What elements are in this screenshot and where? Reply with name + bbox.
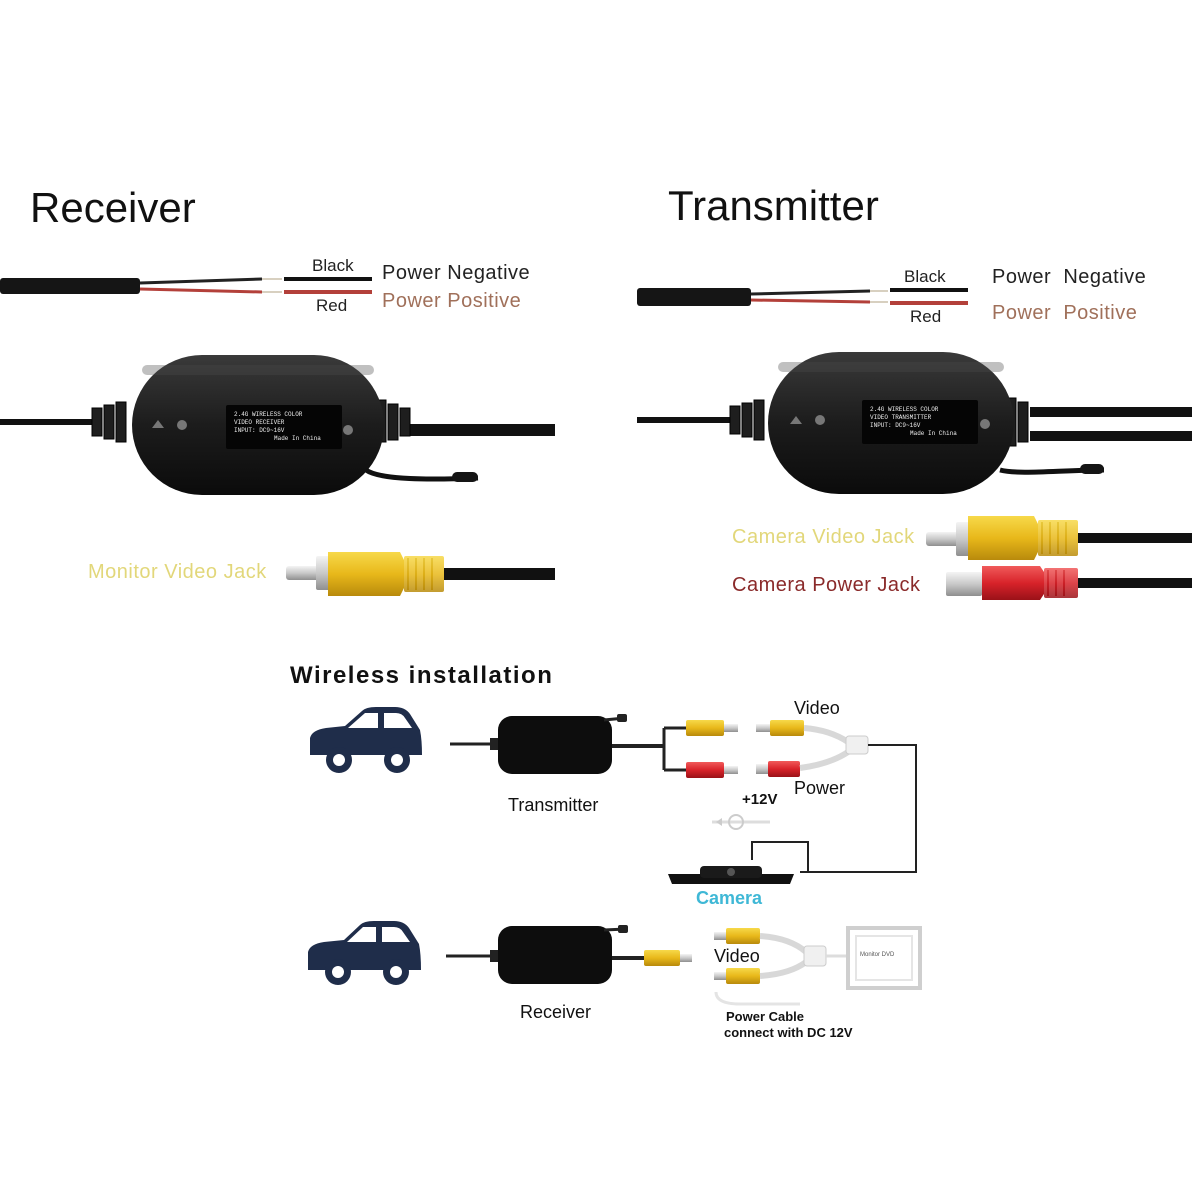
- install-transmitter-module: [450, 714, 686, 774]
- power-word: Power: [992, 266, 1052, 288]
- camera-video-jack-label: Camera Video Jack: [732, 526, 915, 548]
- car-icon-bottom: [308, 921, 421, 985]
- receiver-device-label: 2.4G WIRELESS COLOR VIDEO RECEIVER INPUT…: [226, 405, 342, 449]
- installation-title: Wireless installation: [290, 662, 554, 689]
- receiver-title: Receiver: [30, 184, 196, 231]
- install-monitor-label: Monitor DVD: [860, 952, 895, 958]
- receiver-power-negative-label: Power Negative: [382, 262, 531, 284]
- transmitter-device-label-line: 2.4G WIRELESS COLOR: [870, 406, 939, 413]
- car-icon-top: [310, 707, 422, 773]
- receiver-monitor-rca-plug: [286, 552, 555, 596]
- power-cable-line: connect with DC 12V: [724, 1025, 853, 1040]
- power-word: Power: [992, 302, 1052, 324]
- install-camera-label: Camera: [696, 888, 763, 908]
- transmitter-wire-black-label: Black: [904, 267, 946, 286]
- transmitter-device-label-line: Made In China: [910, 430, 957, 437]
- transmitter-title: Transmitter: [668, 182, 879, 229]
- negative-word: Negative: [1063, 266, 1147, 288]
- install-receiver-module: [446, 925, 692, 984]
- receiver-device-label-line: Made In China: [274, 435, 321, 442]
- install-12v-label: +12V: [742, 791, 778, 808]
- install-power-label: Power: [794, 778, 846, 798]
- transmitter-device-label-line: INPUT: DC9~16V: [870, 422, 921, 429]
- monitor-video-jack-label: Monitor Video Jack: [88, 561, 267, 583]
- install-tx-dc-power: [686, 762, 738, 778]
- receiver-power-positive-label: Power Positive: [382, 290, 522, 312]
- install-tx-rca-video: [686, 720, 738, 736]
- receiver-device-label-line: 2.4G WIRELESS COLOR: [234, 411, 303, 418]
- transmitter-power-positive-label: Power Positive: [992, 302, 1137, 325]
- camera-power-jack-label: Camera Power Jack: [732, 574, 921, 596]
- install-receiver-label: Receiver: [520, 1002, 592, 1022]
- install-camera-power-plug: [756, 735, 917, 873]
- install-monitor-dvd: [846, 926, 922, 990]
- positive-word: Positive: [1063, 302, 1138, 324]
- install-transmitter-label: Transmitter: [508, 795, 599, 815]
- receiver-power-wires: [0, 277, 372, 294]
- install-video-label: Video: [794, 698, 840, 718]
- power-cable-line: Power Cable: [726, 1009, 805, 1024]
- transmitter-wire-red-label: Red: [910, 307, 942, 326]
- receiver-wire-black-label: Black: [312, 256, 354, 275]
- transmitter-power-wires: [637, 288, 968, 306]
- install-camera-video-plug: [756, 720, 850, 745]
- install-power-cable-label: Power Cable connect with DC 12V: [724, 1009, 853, 1041]
- receiver-device-label-line: VIDEO RECEIVER: [234, 419, 285, 426]
- install-monitor-cable: [714, 928, 848, 1006]
- transmitter-device-label-line: VIDEO TRANSMITTER: [870, 414, 932, 421]
- transmitter-power-negative-label: Power Negative: [992, 266, 1146, 289]
- install-receiver-video-label: Video: [714, 946, 760, 966]
- transmitter-camera-video-rca-plug: [926, 516, 1192, 560]
- transmitter-device-label: 2.4G WIRELESS COLOR VIDEO TRANSMITTER IN…: [862, 400, 978, 444]
- install-12v-connector: [712, 814, 770, 830]
- transmitter-camera-power-dc-plug: [946, 566, 1192, 600]
- receiver-device-label-line: INPUT: DC9~16V: [234, 427, 285, 434]
- install-camera: [668, 841, 809, 884]
- receiver-wire-red-label: Red: [316, 296, 348, 315]
